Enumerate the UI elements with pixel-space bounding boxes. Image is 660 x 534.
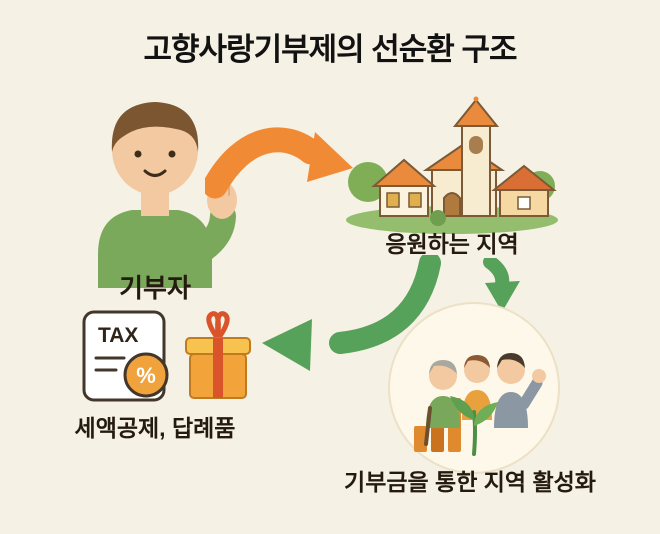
region-node xyxy=(342,96,562,236)
benefits-label: 세액공제, 답례품 xyxy=(74,415,236,441)
page-title: 고향사랑기부제의 선순환 구조 xyxy=(143,32,518,67)
village-illustration xyxy=(346,96,558,234)
percent-text: % xyxy=(136,363,156,388)
benefits-node: TAX % xyxy=(78,308,258,410)
tax-and-gift-illustration: TAX % xyxy=(82,310,251,402)
tax-text: TAX xyxy=(98,324,138,347)
donor-node xyxy=(70,92,240,288)
donation-arrow-icon xyxy=(205,122,355,217)
region-label: 응원하는 지역 xyxy=(385,231,519,257)
community-node xyxy=(386,300,562,476)
tax-calculator-icon: TAX % xyxy=(82,310,169,402)
donor-illustration xyxy=(98,102,237,288)
revitalization-label: 기부금을 통한 지역 활성화 xyxy=(344,469,596,495)
return-arrow-icon xyxy=(248,255,443,390)
gift-box-icon xyxy=(185,311,251,399)
donor-label: 기부자 xyxy=(119,273,191,303)
community-illustration xyxy=(388,302,560,474)
down-arrow-icon xyxy=(468,258,532,316)
